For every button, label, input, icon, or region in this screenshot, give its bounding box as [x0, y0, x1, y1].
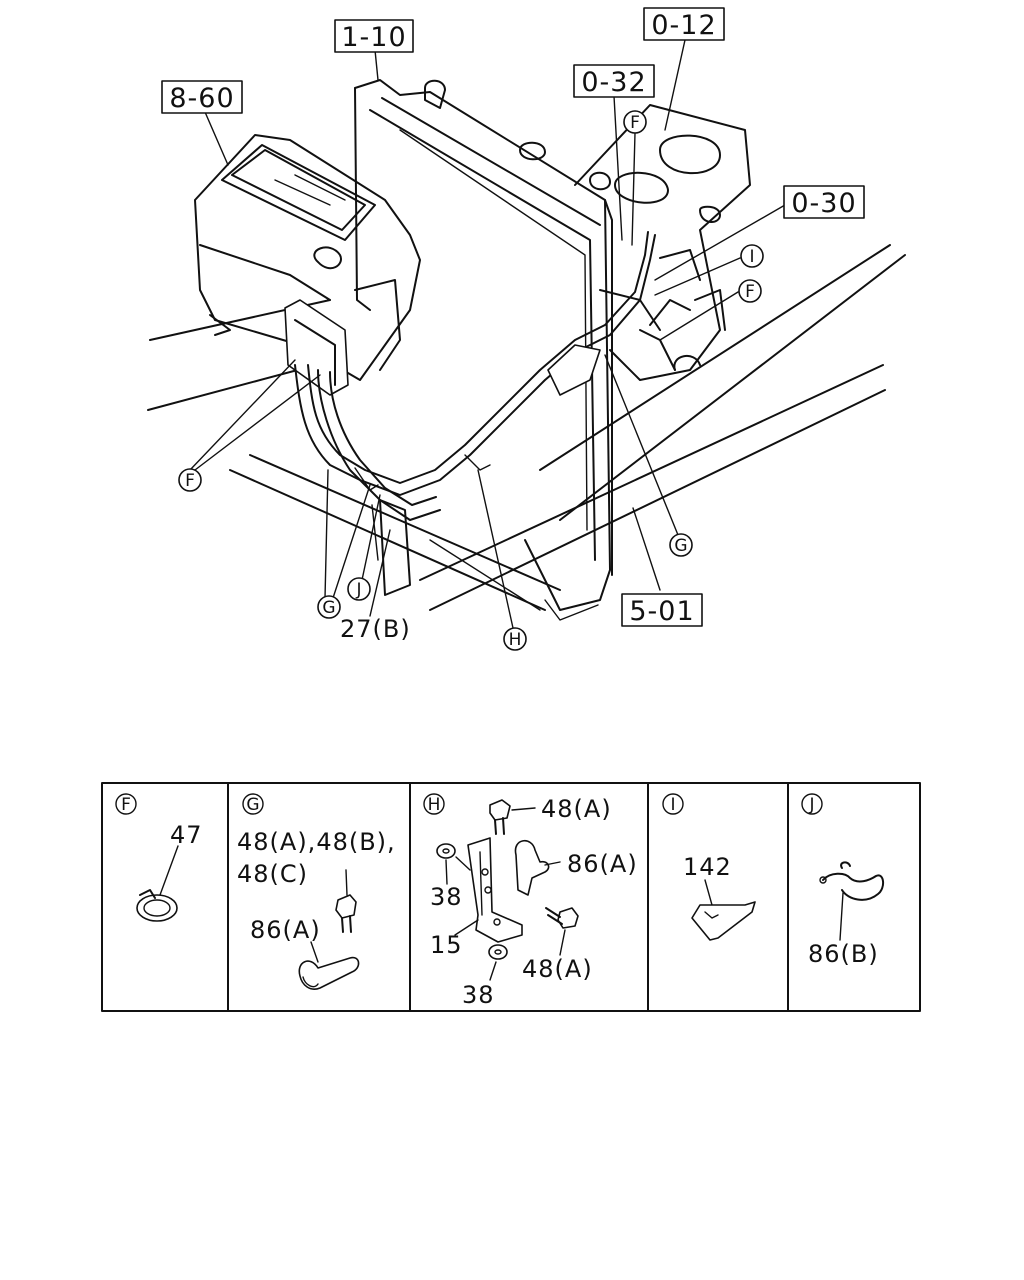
svg-text:0-30: 0-30 [791, 188, 856, 219]
frame-rails [147, 244, 906, 611]
svg-text:48(A): 48(A) [522, 955, 593, 983]
nut-left-drawing [436, 843, 456, 885]
svg-text:86(A): 86(A) [250, 916, 321, 944]
svg-text:H: H [509, 630, 522, 650]
hose-clamp-drawing [136, 889, 178, 922]
ref-box-1-10: 1-10 [334, 19, 414, 53]
detail-table: F 47 G 48(A),48(B), 48(C) 86(A) [101, 782, 921, 1012]
svg-text:38: 38 [462, 981, 495, 1009]
callout-j: J [347, 577, 371, 601]
svg-text:0-12: 0-12 [651, 10, 716, 41]
ref-box-0-32: 0-32 [573, 64, 655, 98]
svg-text:8-60: 8-60 [169, 83, 234, 114]
svg-text:48(C): 48(C) [237, 860, 308, 888]
svg-text:F: F [185, 471, 195, 491]
bolt-right-drawing [545, 907, 579, 956]
callout-f-right: F [738, 279, 762, 303]
svg-text:47: 47 [170, 821, 203, 849]
svg-text:0-32: 0-32 [581, 67, 646, 98]
bolt-drawing [335, 869, 357, 933]
svg-text:J: J [355, 580, 361, 600]
svg-text:G: G [322, 598, 335, 618]
callout-g-right: G [669, 533, 693, 557]
svg-text:J: J [808, 795, 814, 815]
clamp-h-drawing [514, 840, 561, 896]
callout-f-left: F [178, 468, 202, 492]
svg-text:F: F [745, 282, 755, 302]
callout-h: H [503, 627, 527, 651]
svg-text:H: H [428, 795, 441, 815]
svg-text:5-01: 5-01 [629, 596, 694, 627]
svg-text:G: G [674, 536, 687, 556]
svg-text:I: I [670, 795, 675, 815]
svg-text:15: 15 [430, 931, 463, 959]
svg-text:1-10: 1-10 [341, 22, 406, 53]
svg-text:86(A): 86(A) [567, 850, 638, 878]
bracket-27b [371, 499, 411, 596]
ref-box-0-12: 0-12 [643, 7, 725, 41]
plate-drawing [691, 901, 756, 941]
assembly-illustration: 1-10 0-12 8-60 0-32 0-30 5-01 F I [147, 7, 906, 651]
svg-text:F: F [630, 113, 640, 133]
svg-text:48(A): 48(A) [541, 795, 612, 823]
ref-box-8-60: 8-60 [161, 80, 243, 114]
callout-i: I [740, 244, 764, 268]
detail-cell-f: F 47 [115, 793, 203, 922]
svg-text:48(A),48(B),: 48(A),48(B), [237, 828, 396, 856]
heater-hoses [294, 231, 701, 521]
heater-unit [194, 134, 421, 396]
nut-bottom-drawing [488, 944, 508, 981]
svg-text:I: I [749, 247, 754, 267]
callout-f-top: F [623, 110, 647, 134]
bolt-top-drawing [489, 799, 536, 835]
detail-cell-j: J 86(B) [801, 793, 884, 968]
radiator [354, 79, 613, 621]
clamp-drawing [298, 941, 360, 990]
part-label-27b: 27(B) [340, 615, 411, 643]
callout-g-left: G [317, 595, 341, 619]
svg-text:86(B): 86(B) [808, 940, 879, 968]
clip-drawing [819, 861, 884, 941]
svg-text:142: 142 [683, 853, 732, 881]
detail-cell-i: I 142 [662, 793, 756, 941]
svg-text:G: G [246, 795, 259, 815]
ref-box-0-30: 0-30 [783, 185, 865, 219]
ref-box-5-01: 5-01 [621, 593, 703, 627]
leader-lines [189, 39, 786, 629]
svg-text:38: 38 [430, 883, 463, 911]
detail-cell-h: H 48(A) 86(A) 38 15 48(A) 38 [423, 793, 638, 1009]
detail-cell-g: G 48(A),48(B), 48(C) 86(A) [237, 793, 396, 990]
svg-text:F: F [121, 795, 131, 815]
bracket-drawing [454, 837, 523, 943]
